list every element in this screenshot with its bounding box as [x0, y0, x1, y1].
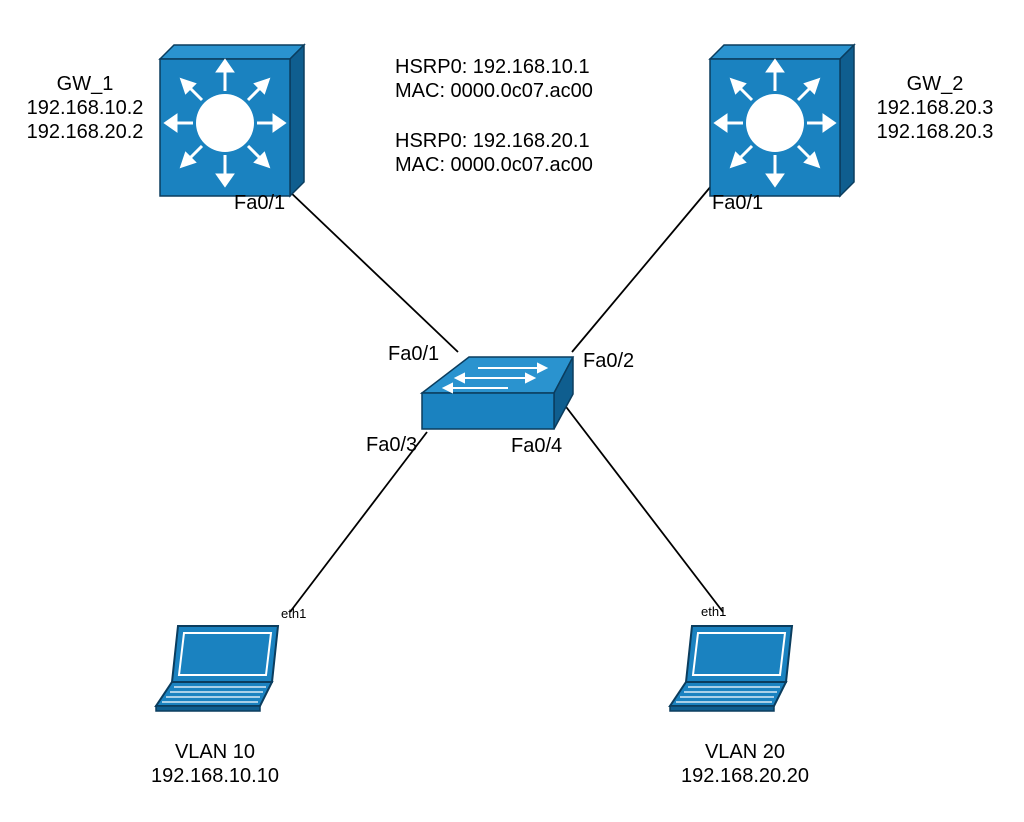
host2-laptop-icon[interactable]	[669, 625, 793, 712]
hsrp-group2-mac: MAC: 0000.0c07.ac00	[395, 154, 593, 176]
link-gw1-switch	[287, 189, 459, 353]
host1-vlan: VLAN 10	[174, 741, 256, 763]
host1-label: VLAN 10 192.168.10.10	[120, 740, 310, 788]
gw2-router-icon[interactable]	[708, 43, 856, 198]
gw2-label: GW_2 192.168.20.3 192.168.20.3	[860, 72, 1010, 144]
switch-port4-label: Fa0/4	[511, 435, 563, 457]
host1-port-label: eth1	[281, 606, 307, 621]
gw1-router-icon[interactable]	[158, 43, 306, 198]
gw1-port-label: Fa0/1	[234, 192, 286, 214]
host2-vlan: VLAN 20	[704, 741, 786, 763]
hsrp-group2: HSRP0: 192.168.20.1 MAC: 0000.0c07.ac00	[395, 129, 593, 177]
host1-laptop-icon[interactable]	[155, 625, 279, 712]
hsrp-group2-vip: HSRP0: 192.168.20.1	[395, 130, 590, 152]
gw2-name: GW_2	[906, 73, 964, 95]
hsrp-group1: HSRP0: 192.168.10.1 MAC: 0000.0c07.ac00	[395, 55, 593, 103]
link-switch-host2	[556, 394, 724, 613]
host2-ip: 192.168.20.20	[681, 765, 809, 787]
gw2-ip-1: 192.168.20.3	[876, 97, 994, 119]
gw2-port-label: Fa0/1	[712, 192, 764, 214]
host1-ip: 192.168.10.10	[151, 765, 279, 787]
switch-port1-label: Fa0/1	[388, 343, 440, 365]
switch-port2-label: Fa0/2	[583, 350, 635, 372]
hsrp-group1-mac: MAC: 0000.0c07.ac00	[395, 80, 593, 102]
gw1-name: GW_1	[56, 73, 114, 95]
gw1-ip-vlan20: 192.168.20.2	[26, 121, 144, 143]
access-switch-icon[interactable]	[419, 356, 575, 430]
gw1-ip-vlan10: 192.168.10.2	[26, 97, 144, 119]
gw1-label: GW_1 192.168.10.2 192.168.20.2	[10, 72, 160, 144]
link-switch-host1	[289, 431, 428, 613]
host2-port-label: eth1	[701, 604, 727, 619]
hsrp-group1-vip: HSRP0: 192.168.10.1	[395, 56, 590, 78]
link-gw2-switch	[571, 184, 713, 353]
gw2-ip-2: 192.168.20.3	[876, 121, 994, 143]
host2-label: VLAN 20 192.168.20.20	[650, 740, 840, 788]
switch-port3-label: Fa0/3	[366, 434, 418, 456]
